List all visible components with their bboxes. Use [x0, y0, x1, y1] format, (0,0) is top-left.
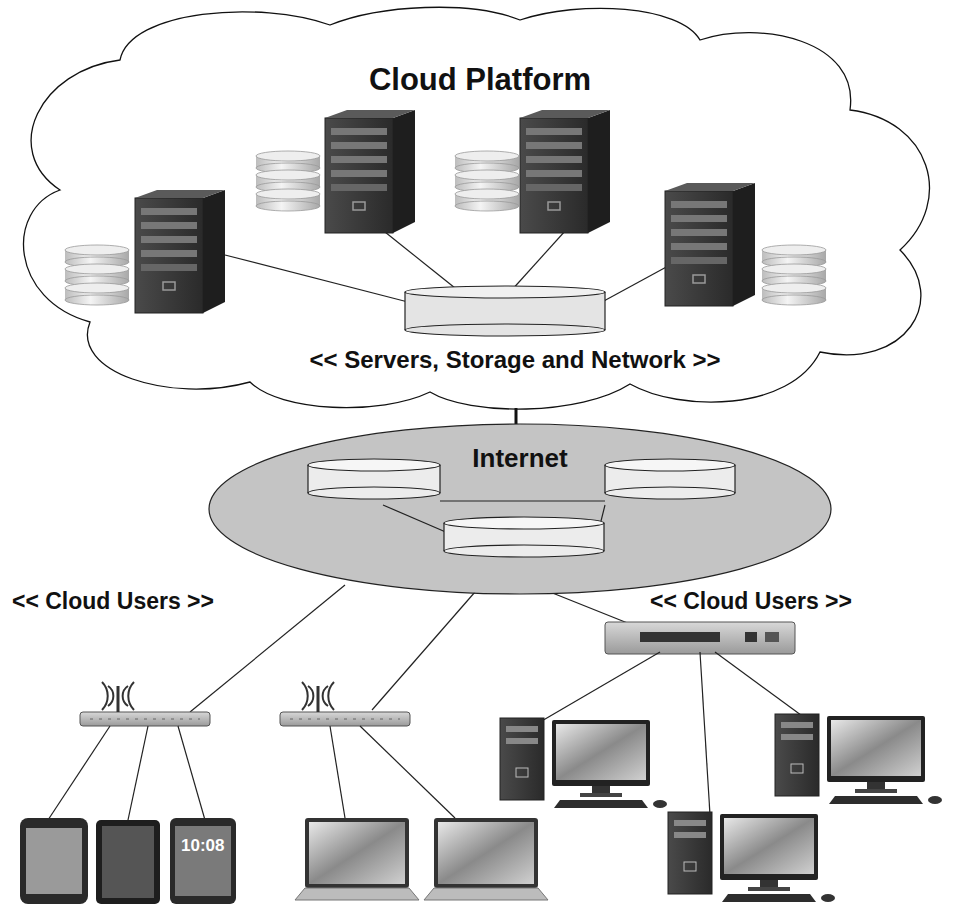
node-heading: Internet — [472, 443, 567, 474]
internet-cloud: Internet — [208, 423, 832, 595]
node-subtitle: << Servers, Storage and Network >> — [310, 346, 721, 374]
cloud-platform: Cloud Platform << Servers, Storage and Ne… — [0, 0, 960, 416]
user-group-label: << Cloud Users >> — [12, 588, 214, 615]
node-heading: Cloud Platform — [369, 62, 591, 98]
phone-clock: 10:08 — [181, 836, 224, 856]
user-group-label: << Cloud Users >> — [650, 588, 852, 615]
network-link — [516, 408, 517, 425]
